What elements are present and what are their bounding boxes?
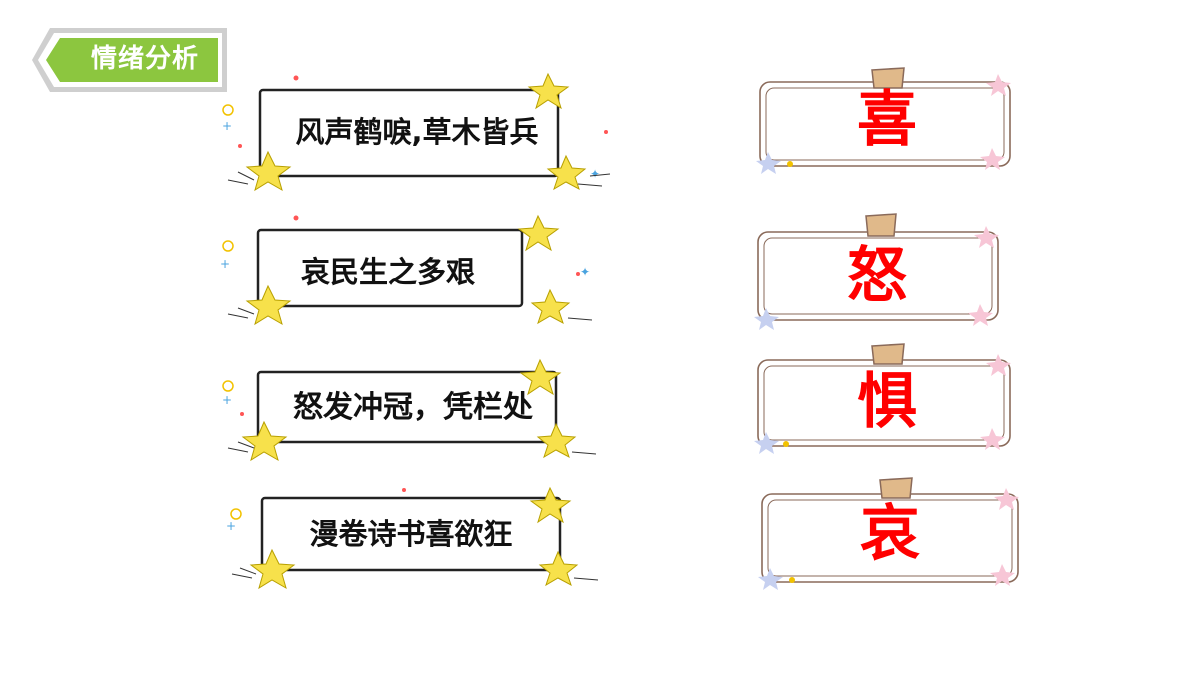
phrase-text-4: 漫卷诗书喜欲狂 [309,517,513,551]
emotion-frame-1[interactable]: 喜 [752,66,1022,186]
ribbon-frame-decoration [754,213,999,330]
section-title-badge: 情绪分析 [32,26,227,94]
emotion-label-3: 惧 [857,367,917,437]
emotion-frame-2[interactable]: 怒 [752,212,1022,332]
emotion-frame-3[interactable]: 惧 [752,343,1022,464]
svg-text:+: + [222,393,232,407]
emotion-frame-4[interactable]: 哀 [752,477,1022,598]
phrase-text-2: 哀民生之多艰 [300,255,475,289]
star-frame-decoration: + [226,486,599,590]
phrase-card-1[interactable]: + ✦ 风声鹤唳,草木皆兵 [218,72,618,194]
ribbon-frame-decoration [758,477,1019,590]
star-frame-decoration: + [222,358,597,462]
star-frame-decoration: + ✦ [220,214,593,326]
svg-text:+: + [220,257,230,271]
ribbon-frame-decoration [756,67,1011,174]
star-frame-decoration: + ✦ [222,72,611,192]
svg-text:✦: ✦ [590,167,600,181]
emotion-label-1: 喜 [857,85,917,155]
emotion-label-4: 哀 [860,499,920,569]
section-title: 情绪分析 [90,44,199,74]
phrase-card-4[interactable]: + 漫卷诗书喜欲狂 [218,486,618,608]
emotion-label-2: 怒 [847,241,907,311]
phrase-card-2[interactable]: + ✦ 哀民生之多艰 [218,214,618,336]
phrase-card-3[interactable]: + 怒发冲冠，凭栏处 [218,356,618,478]
svg-text:+: + [226,519,236,533]
badge-shape [32,28,227,92]
phrase-text-3: 怒发冲冠，凭栏处 [293,390,533,425]
svg-text:+: + [222,119,232,133]
svg-text:✦: ✦ [580,265,590,279]
ribbon-frame-decoration [754,343,1011,454]
phrase-text-1: 风声鹤唳,草木皆兵 [295,115,539,149]
